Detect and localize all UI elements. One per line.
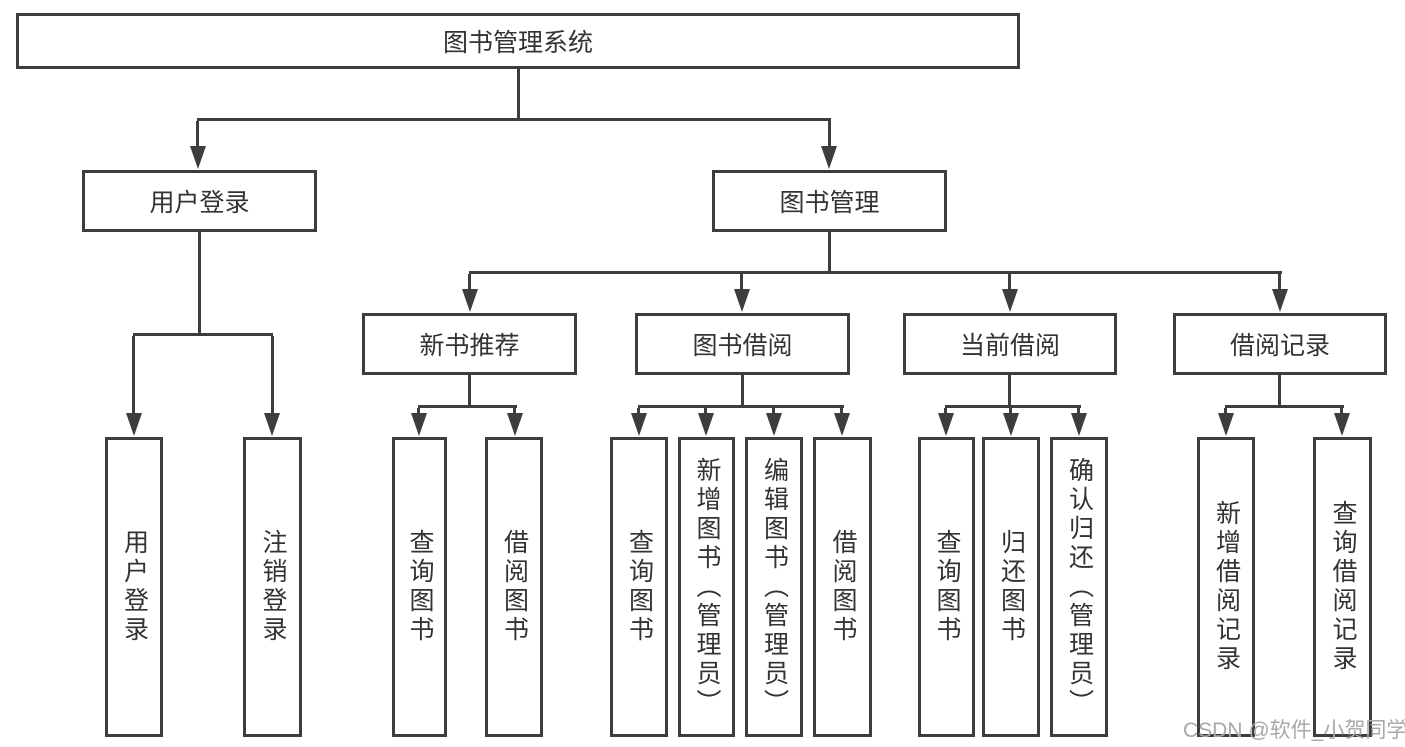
leaf-bb-borrow-books-label: 借阅图书: [829, 529, 857, 645]
node-current-borrow: 当前借阅: [903, 313, 1117, 375]
arrow-down-icon: [1334, 413, 1350, 436]
arrow-down-icon: [190, 146, 206, 169]
leaf-bb-add-books-admin-label: 新增图书（管理员）: [693, 456, 721, 718]
arrow-down-icon: [631, 413, 647, 436]
leaf-br-query-record: 查询借阅记录: [1313, 437, 1372, 737]
leaf-bb-borrow-books: 借阅图书: [813, 437, 872, 737]
arrow-down-icon: [766, 413, 782, 436]
connector-bookmgmt-drop-1: [468, 274, 471, 299]
leaf-br-add-record-label: 新增借阅记录: [1212, 500, 1241, 674]
leaf-cb-confirm-return-admin-label: 确认归还（管理员）: [1065, 456, 1094, 718]
connector-bookmgmt-hline: [469, 271, 1282, 274]
csdn-watermark: CSDN @软件_小贺同学: [1183, 719, 1405, 742]
node-user-login-label: 用户登录: [149, 189, 250, 217]
connector-br-hline: [1225, 405, 1344, 408]
node-new-book-recommend-label: 新书推荐: [419, 332, 520, 360]
arrow-down-icon: [1002, 289, 1018, 312]
node-root-label: 图书管理系统: [442, 29, 593, 57]
leaf-cb-return-books: 归还图书: [982, 437, 1040, 737]
arrow-down-icon: [264, 413, 280, 436]
leaf-cb-confirm-return-admin: 确认归还（管理员）: [1050, 437, 1108, 737]
arrow-down-icon: [1218, 413, 1234, 436]
leaf-nbr-borrow-books: 借阅图书: [485, 437, 543, 737]
leaf-logout: 注销登录: [243, 437, 302, 737]
leaf-br-query-record-label: 查询借阅记录: [1329, 500, 1357, 674]
connector-bookmgmt-drop-4: [1278, 274, 1281, 299]
node-book-borrow: 图书借阅: [635, 313, 850, 375]
leaf-br-add-record: 新增借阅记录: [1197, 437, 1255, 737]
node-new-book-recommend: 新书推荐: [362, 313, 577, 375]
arrow-down-icon: [834, 413, 850, 436]
node-current-borrow-label: 当前借阅: [959, 332, 1060, 360]
node-borrow-records-label: 借阅记录: [1229, 332, 1330, 360]
arrow-down-icon: [698, 413, 714, 436]
leaf-cb-query-books: 查询图书: [918, 437, 975, 737]
node-user-login: 用户登录: [82, 170, 317, 232]
connector-bookmgmt-vline: [828, 232, 831, 273]
connector-bookmgmt-drop-2: [740, 274, 743, 299]
arrow-down-icon: [1272, 289, 1288, 312]
connector-userlogin-vline: [198, 232, 201, 335]
arrow-down-icon: [734, 289, 750, 312]
connector-bb-vline: [741, 375, 744, 407]
connector-br-vline: [1278, 375, 1281, 407]
leaf-cb-query-books-label: 查询图书: [933, 529, 961, 645]
leaf-nbr-query-books-label: 查询图书: [406, 529, 434, 645]
connector-userlogin-drop-2: [271, 336, 274, 423]
leaf-bb-add-books-admin: 新增图书（管理员）: [678, 437, 735, 737]
arrow-down-icon: [1003, 413, 1019, 436]
leaf-cb-return-books-label: 归还图书: [997, 529, 1026, 645]
leaf-user-login: 用户登录: [105, 437, 163, 737]
arrow-down-icon: [1071, 413, 1087, 436]
leaf-logout-label: 注销登录: [259, 529, 287, 645]
arrow-down-icon: [507, 413, 523, 436]
connector-bb-hline: [638, 405, 844, 408]
arrow-down-icon: [938, 413, 954, 436]
arrow-down-icon: [126, 413, 142, 436]
leaf-nbr-borrow-books-label: 借阅图书: [500, 529, 529, 645]
connector-root-left-drop: [196, 121, 199, 151]
node-root-system: 图书管理系统: [16, 13, 1020, 69]
connector-root-hline: [197, 118, 831, 121]
connector-root-vline: [517, 69, 520, 120]
node-book-borrow-label: 图书借阅: [692, 332, 793, 360]
connector-bookmgmt-drop-3: [1008, 274, 1011, 299]
node-borrow-records: 借阅记录: [1173, 313, 1387, 375]
leaf-bb-query-books-label: 查询图书: [625, 529, 654, 645]
arrow-down-icon: [821, 146, 837, 169]
connector-userlogin-hline: [133, 333, 273, 336]
connector-nbr-vline: [468, 375, 471, 407]
connector-cb-vline: [1008, 375, 1011, 407]
leaf-bb-edit-books-admin-label: 编辑图书（管理员）: [760, 456, 789, 718]
leaf-bb-query-books: 查询图书: [610, 437, 668, 737]
leaf-user-login-label: 用户登录: [120, 529, 149, 645]
connector-userlogin-drop-1: [132, 336, 135, 423]
node-book-management-label: 图书管理: [779, 189, 880, 217]
arrow-down-icon: [411, 413, 427, 436]
connector-nbr-hline: [418, 405, 517, 408]
connector-root-right-drop: [828, 121, 831, 151]
arrow-down-icon: [462, 289, 478, 312]
connector-cb-hline: [945, 405, 1081, 408]
leaf-bb-edit-books-admin: 编辑图书（管理员）: [745, 437, 803, 737]
node-book-management: 图书管理: [712, 170, 947, 232]
leaf-nbr-query-books: 查询图书: [392, 437, 447, 737]
